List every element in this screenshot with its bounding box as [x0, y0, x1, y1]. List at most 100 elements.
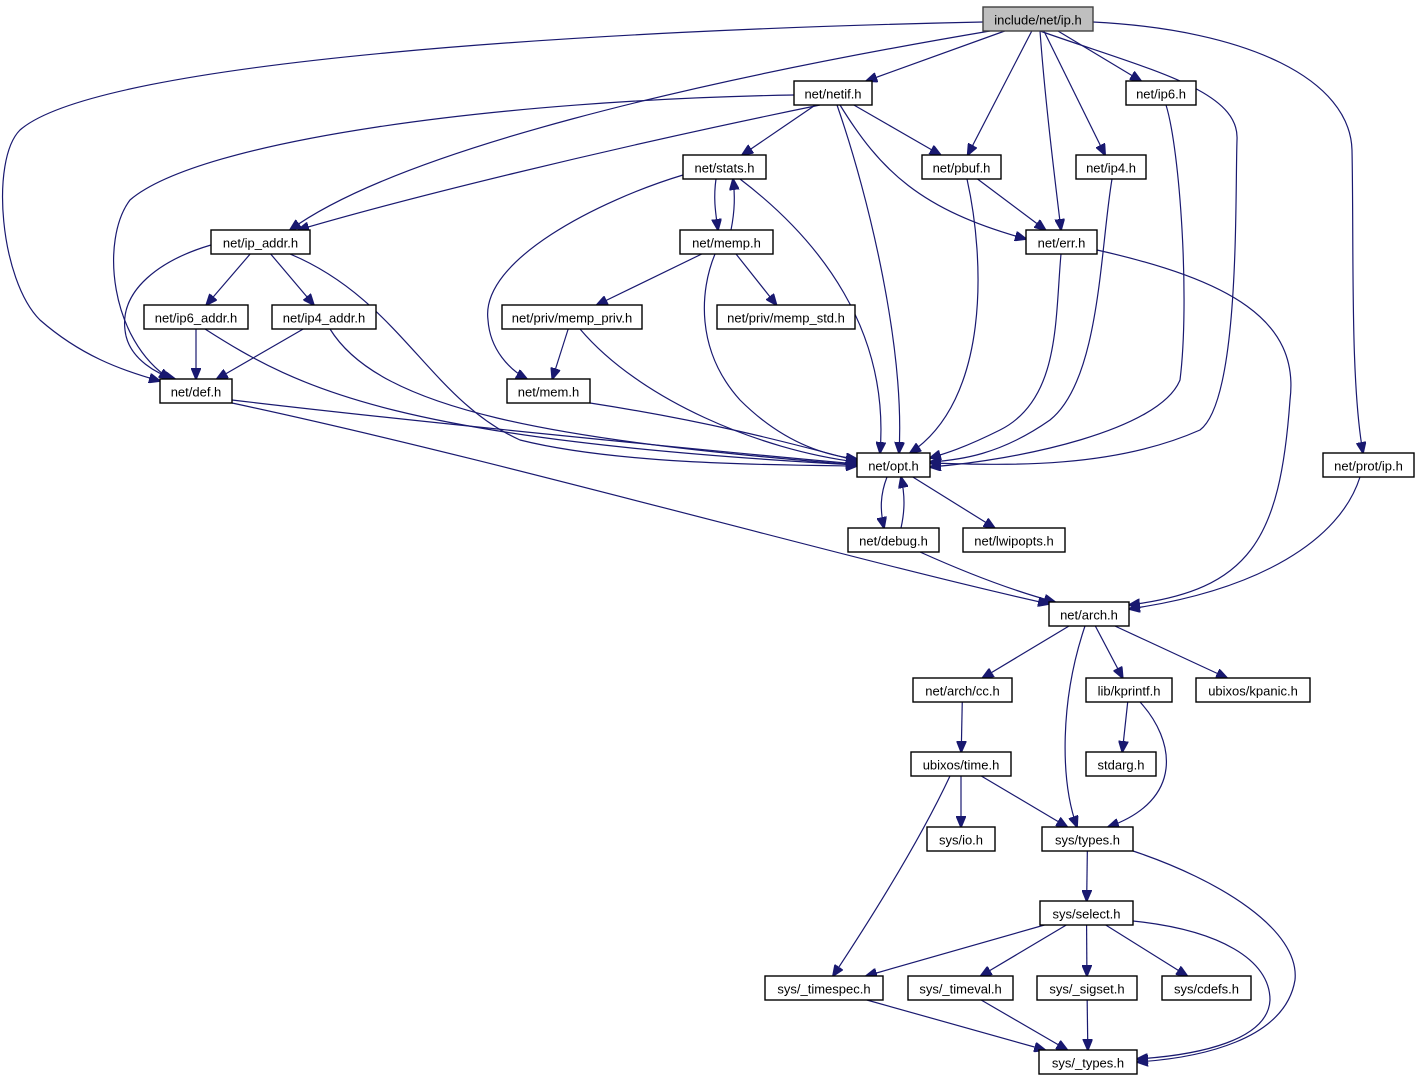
edge-debug-to-arch: [919, 551, 1055, 602]
node-label: ubixos/kpanic.h: [1208, 684, 1298, 699]
node-box: [1036, 975, 1138, 1001]
edge-timespec-to--types: [866, 999, 1045, 1050]
edge-def-to-opt: [231, 399, 857, 464]
node-select[interactable]: sys/select.h: [1039, 900, 1134, 926]
node-box: [1322, 452, 1415, 478]
node-mem[interactable]: net/mem.h: [506, 378, 591, 404]
node-label: sys/io.h: [939, 833, 983, 848]
node-label: sys/_types.h: [1052, 1056, 1124, 1071]
node-ip6[interactable]: net/ip6.h: [1125, 80, 1197, 106]
edge-ip-addr-to-ip6-addr: [206, 253, 251, 305]
node-io[interactable]: sys/io.h: [926, 826, 996, 852]
edge-netif-to-ip-addr: [298, 104, 821, 230]
node-def[interactable]: net/def.h: [159, 378, 233, 404]
node-timespec[interactable]: sys/_timespec.h: [764, 975, 884, 1001]
edge-time-to-timespec: [833, 775, 951, 976]
node-lwipopts[interactable]: net/lwipopts.h: [962, 527, 1066, 553]
edge-kprintf-to-stdarg: [1122, 701, 1127, 752]
node-stats[interactable]: net/stats.h: [682, 154, 767, 180]
node-box: [962, 527, 1066, 553]
edge-arch-to-types: [1064, 625, 1086, 827]
node-label: net/stats.h: [695, 161, 755, 176]
edge-select-to-timespec: [866, 924, 1045, 976]
node-ip4-addr[interactable]: net/ip4_addr.h: [271, 304, 377, 330]
edge-memp-priv-to-mem: [552, 328, 569, 379]
node-kpanic[interactable]: ubixos/kpanic.h: [1195, 677, 1311, 703]
node-box: [210, 229, 311, 255]
node-label: net/lwipopts.h: [974, 534, 1054, 549]
edge-ip6-addr-to-opt: [204, 328, 857, 465]
node-label: net/mem.h: [518, 385, 579, 400]
node-label: net/netif.h: [804, 87, 861, 102]
node-kprintf[interactable]: lib/kprintf.h: [1085, 677, 1173, 703]
node-label: sys/cdefs.h: [1174, 982, 1239, 997]
node-label: net/opt.h: [868, 459, 919, 474]
edge-select-to-timeval: [981, 924, 1067, 976]
node-box: [764, 975, 884, 1001]
edge-opt-to-lwipopts: [912, 476, 995, 528]
node-box: [1048, 601, 1130, 627]
node-ip[interactable]: include/net/ip.h: [982, 6, 1094, 32]
node-utypes[interactable]: sys/_types.h: [1038, 1049, 1138, 1075]
node-label: net/ip6.h: [1136, 87, 1186, 102]
node-pbuf[interactable]: net/pbuf.h: [921, 154, 1002, 180]
node-ip4[interactable]: net/ip4.h: [1075, 154, 1147, 180]
edge-ip-to-ip4: [1043, 30, 1105, 155]
node-box: [1025, 229, 1098, 255]
edge-def-to-arch: [231, 402, 1049, 604]
node-box: [910, 751, 1012, 777]
node-stdarg[interactable]: stdarg.h: [1085, 751, 1157, 777]
edge-memp-to-memp-std: [735, 253, 776, 305]
node-sigset[interactable]: sys/_sigset.h: [1036, 975, 1138, 1001]
node-label: net/debug.h: [859, 534, 928, 549]
node-box: [793, 80, 873, 106]
edge-types-to--types: [1132, 850, 1296, 1062]
node-box: [982, 6, 1094, 32]
node-label: net/prot/ip.h: [1334, 459, 1403, 474]
node-debug[interactable]: net/debug.h: [847, 527, 940, 553]
node-label: net/priv/memp_priv.h: [512, 311, 632, 326]
edge-ip-to-err: [1039, 30, 1061, 230]
node-label: sys/_timespec.h: [777, 982, 870, 997]
node-types[interactable]: sys/types.h: [1041, 826, 1134, 852]
edge-select-to--types: [1132, 920, 1271, 1059]
edge-ip-to-pbuf: [968, 30, 1033, 155]
node-cdefs[interactable]: sys/cdefs.h: [1161, 975, 1252, 1001]
node-memp[interactable]: net/memp.h: [679, 229, 774, 255]
node-label: sys/_sigset.h: [1049, 982, 1124, 997]
edge-stats-to-memp: [715, 178, 718, 230]
node-box: [912, 677, 1013, 703]
node-arch[interactable]: net/arch.h: [1048, 601, 1130, 627]
edge-ip4-to-opt: [930, 178, 1113, 462]
node-memp-std[interactable]: net/priv/memp_std.h: [716, 304, 856, 330]
node-box: [1038, 1049, 1138, 1075]
node-box: [847, 527, 940, 553]
node-box: [1039, 900, 1134, 926]
edge-netif-to-pbuf: [853, 104, 941, 155]
node-box: [1041, 826, 1134, 852]
node-label: stdarg.h: [1098, 758, 1145, 773]
node-label: net/ip_addr.h: [223, 236, 298, 251]
node-timeval[interactable]: sys/_timeval.h: [907, 975, 1014, 1001]
edge-netif-to-err: [839, 104, 1026, 239]
node-ip-addr[interactable]: net/ip_addr.h: [210, 229, 311, 255]
node-err[interactable]: net/err.h: [1025, 229, 1098, 255]
edge-ip-addr-to-opt: [289, 253, 857, 466]
edge-memp-priv-to-opt: [579, 328, 857, 462]
nodes-layer: include/net/ip.h net/netif.h net/ip6.h net/…: [143, 6, 1415, 1075]
edge-ip-addr-to-ip4-addr: [270, 253, 314, 305]
edge-netif-to-def: [113, 94, 795, 379]
node-ip6-addr[interactable]: net/ip6_addr.h: [143, 304, 249, 330]
node-time[interactable]: ubixos/time.h: [910, 751, 1012, 777]
edge-err-to-arch: [1096, 249, 1292, 605]
edge-cc-to-time: [961, 701, 962, 752]
node-memp-priv[interactable]: net/priv/memp_priv.h: [501, 304, 643, 330]
node-cc[interactable]: net/arch/cc.h: [912, 677, 1013, 703]
edge-arch-to-kprintf: [1094, 625, 1122, 678]
node-netif[interactable]: net/netif.h: [793, 80, 873, 106]
edge-debug-to-opt: [901, 477, 904, 529]
node-prot-ip[interactable]: net/prot/ip.h: [1322, 452, 1415, 478]
node-opt[interactable]: net/opt.h: [856, 452, 931, 478]
node-box: [143, 304, 249, 330]
